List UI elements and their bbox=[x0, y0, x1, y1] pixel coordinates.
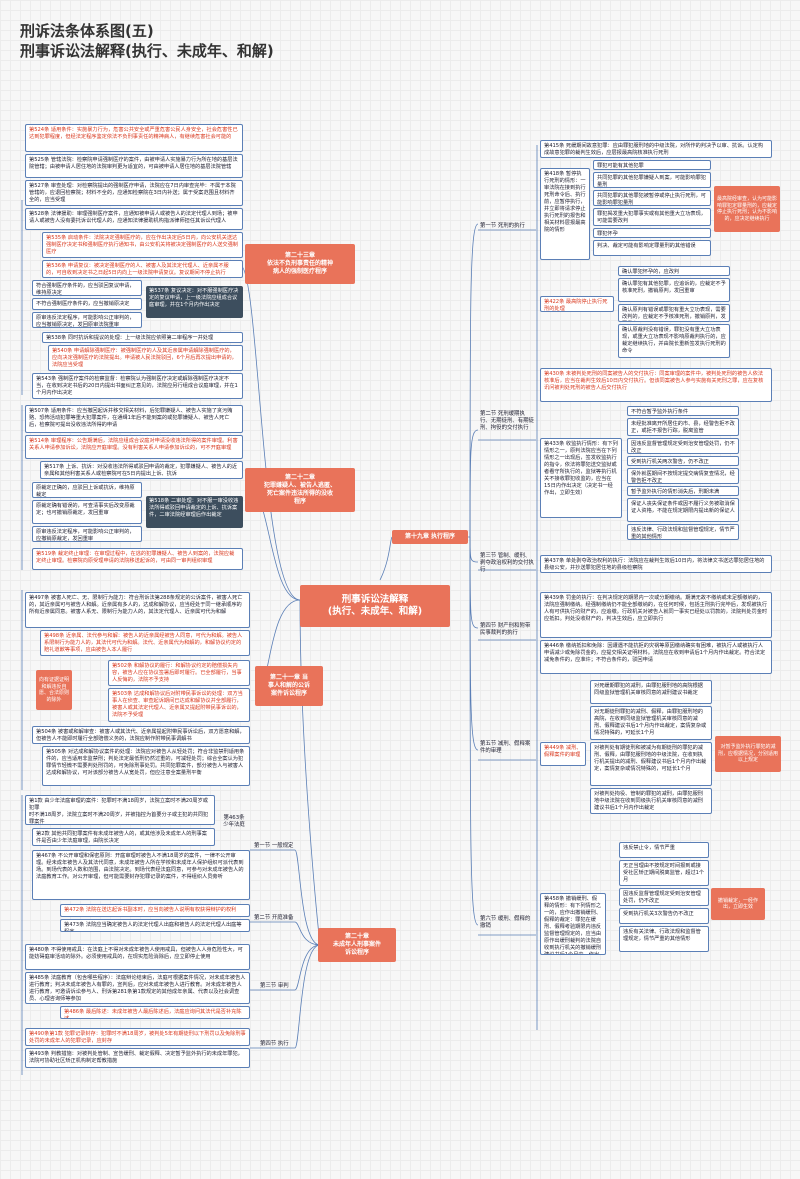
art467-node[interactable]: 第467条 不公开审理和保密原则：开庭审理时被告人不满18周岁的案件，一律不公开… bbox=[32, 850, 250, 900]
art473-node[interactable]: 第473条 法院应当确定被告人的法定代理人出庭和被告人的法定代理人出庭等程序 bbox=[60, 919, 250, 932]
art415-node[interactable]: 第415条 死缓期间故意犯罪：应由罪犯服刑地的中级法院，对所作的判决予以审、抗诉… bbox=[540, 140, 772, 158]
art433-sub-7[interactable]: 保证人丧失保证条件或因不履行义务被取消保证人资格，不能在规定期限内提出新的保证人 bbox=[627, 498, 739, 522]
art433-sub-4[interactable]: 受到执行机关两次警告，仍不改正 bbox=[627, 456, 739, 466]
art433-sub-2[interactable]: 未经批准离开所居住的市、县，经警告拒不改正，或拒不报告行踪，脱离监管 bbox=[627, 418, 739, 436]
ch19-sec4[interactable]: 第四节 财产刑和附带民事裁判的执行 bbox=[480, 623, 531, 636]
art458-note[interactable]: 撤销裁定，一经作出，立即生效 bbox=[711, 888, 765, 920]
art422-sub-1[interactable]: 确认罪犯怀孕的，应改判 bbox=[618, 266, 730, 276]
art517-node[interactable]: 第517条 上诉、抗诉：对没收违法所得或驳回申请的裁定，犯罪嫌疑人、被告人的近亲… bbox=[40, 461, 243, 479]
ch19-sec3[interactable]: 第三节 管制、缓刑、剥夺政治权利的交付执行 bbox=[480, 553, 534, 573]
art486-node[interactable]: 第486条 最后陈述：未成年被告人最后陈述后，法庭应询问其法代是否补充陈述 bbox=[60, 1006, 250, 1019]
chapter-20-node[interactable]: 第二十章 未成年人刑事案件 诉讼程序 bbox=[318, 928, 396, 962]
art422-sub-3[interactable]: 确认原判有错误或罪犯有重大立功表现，需要改判的，应裁定不予核准死刑，撤销原判，发… bbox=[618, 304, 730, 322]
art493-node[interactable]: 第493条 判教措施：对被判处管制、宣告缓刑、裁定假释、决定暂予监外执行的未成年… bbox=[25, 1048, 250, 1068]
ch20-sec1[interactable]: 第一节 一般规定 bbox=[254, 843, 294, 849]
art458-sub-4[interactable]: 受到执行机关3次警告仍不改正 bbox=[619, 908, 709, 924]
art524-node[interactable]: 第524条 适用条件：实施暴力行为，危害公共安全或严重危害公民人身安全，社会危害… bbox=[25, 124, 243, 152]
art433-sub-5[interactable]: 保外就医期间不按规定提交病情复查情况，经警告拒不改正 bbox=[627, 468, 739, 484]
art500-note[interactable]: 向有证据证明和解违反自愿、合法原则的除外 bbox=[36, 670, 72, 710]
art418-note[interactable]: 最高院经审查，认为可能影响罪犯定罪量刑的，应裁定停止执行死刑；认为不影响的，应决… bbox=[714, 186, 780, 232]
art458-sub-5[interactable]: 违反有关法律、行政法规和监督管理规定，情节严重的其他情形 bbox=[619, 926, 709, 952]
art418-sub-1[interactable]: 罪犯可能有其他犯罪 bbox=[593, 160, 711, 170]
chapter-22-node[interactable]: 第二十二章 犯罪嫌疑人、被告人逃匿、 死亡案件违法所得的没收 程序 bbox=[245, 468, 355, 512]
art433-sub-6[interactable]: 暂予监外执行的情形消失后，刑期未满 bbox=[627, 486, 739, 496]
art527-node[interactable]: 第527条 审查处理：对检察院提出的强制医疗申请，法院应在7日内审查完毕：不属于… bbox=[25, 180, 243, 206]
ch20-sec4[interactable]: 第四节 执行 bbox=[260, 1041, 289, 1047]
art449-sub-3[interactable]: 对被判处有期徒刑和被减为有期徒刑的罪犯的减刑、假释，由罪犯服刑地的中级法院，在收… bbox=[590, 742, 712, 786]
art418-sub-3[interactable]: 共同犯罪的其他罪犯被暂停或停止执行死刑，可能影响罪犯量刑 bbox=[593, 190, 711, 206]
art430-node[interactable]: 第430条 未被判处死刑的同案被告人的交付执行：同案审理的案件中，被判处死刑的被… bbox=[540, 368, 772, 402]
art463-label[interactable]: 第463条 少年法庭 bbox=[223, 815, 245, 828]
art418-sub-6[interactable]: 判决、裁定可能有影响定罪量刑的其他错误 bbox=[593, 240, 711, 256]
art439-node[interactable]: 第439条 罚金的执行：在判决规定的期限内一次或分期缴纳。期满无故不缴纳或未足额… bbox=[540, 592, 772, 638]
art502-node[interactable]: 第502条 和解协议的履行：和解协议约定的赔偿损失内容，被告人应在协议签署后即时… bbox=[108, 660, 250, 686]
art543-node[interactable]: 第543条 强制医疗案件的检察监督：检察院认为强制医疗决定或解除强制医疗决定不当… bbox=[32, 373, 243, 399]
art449-sub-1[interactable]: 对死缓期罪犯的减刑，由罪犯服刑地的高院根据同级监狱管理机关审核同意的减刑建议书裁… bbox=[590, 680, 712, 704]
art518-sub-3[interactable]: 原审违反法定程序，可能影响公正审判的，应撤销原裁定，发回重审 bbox=[32, 526, 142, 542]
ch19-sec5[interactable]: 第五节 减刑、假释案件的审理 bbox=[480, 741, 531, 754]
art433-sub-3[interactable]: 因违反监督管理规定受到治安管理处罚，仍不改正 bbox=[627, 438, 739, 454]
art535-node[interactable]: 第535条 启动条件：法院决定强制医疗的，应在作出决定后5日内，向公安机关送达强… bbox=[42, 232, 243, 258]
art490-node[interactable]: 第490条第1款 犯罪记录封存：犯罪时不满18周岁，被判处5年有期徒刑以下刑罚以… bbox=[25, 1028, 250, 1046]
art458-sub-3[interactable]: 因违反监督管理规定受到治安管理处罚，仍不改正 bbox=[619, 888, 709, 906]
art449-sub-4[interactable]: 对被判处拘役、管制的罪犯的减刑，由罪犯服刑地中级法院在收到同级执行机关审核同意的… bbox=[590, 788, 712, 814]
art537-node[interactable]: 第537条 复议决定：对不服强制医疗决定的复议申请，上一级法院应组成合议庭审理，… bbox=[146, 286, 243, 318]
art518-node[interactable]: 第518条 二审处理：对不服一审没收违法所得或驳回申请裁定的上诉、抗诉案件，二审… bbox=[146, 496, 243, 528]
art449-sub-2[interactable]: 对无期徒刑罪犯的减刑、假释，由罪犯服刑地的高院，在收到同级监狱管理机关审核同意的… bbox=[590, 706, 712, 740]
ch19-sec2[interactable]: 第二节 死刑缓期执行、无期徒刑、有期徒刑、拘役的交付执行 bbox=[480, 411, 534, 431]
art418-sub-2[interactable]: 共同犯罪的其他犯罪嫌疑人到案，可能影响罪犯量刑 bbox=[593, 172, 711, 188]
page-title: 刑诉法条体系图(五) bbox=[20, 22, 154, 40]
art538-node[interactable]: 第538条 同时抗诉和提议的处理：上一级法院应依照第二审程序一并处理 bbox=[42, 332, 243, 343]
art540-node[interactable]: 第540条 申请解除强制医疗：被强制医疗的人及其近亲属申请解除强制医疗的，应向决… bbox=[48, 345, 243, 371]
art528-node[interactable]: 第528条 法律援助：审理强制医疗案件，应通知被申请人或被告人的法定代理人到场；… bbox=[25, 208, 243, 230]
art505-node[interactable]: 第505条 对达成和解协议案件的处理：法院应对被告人从轻处罚；符合非监禁刑适用条… bbox=[42, 746, 250, 786]
art503-node[interactable]: 第503条 达成和解协议后对附带民事诉讼的处理：双方当事人在侦查、审查起诉期间已… bbox=[108, 688, 250, 722]
art463-clause2[interactable]: 第2款 其他共同犯罪案件有未成年被告人的，或其他涉及未成年人的刑事案件是否由少年… bbox=[32, 828, 215, 846]
art472-node[interactable]: 第472条 法院在送达起诉书副本时，应当向被告人说明有权获得辩护的权利 bbox=[60, 904, 250, 917]
art433-node[interactable]: 第433条 收监执行情形：有下列情形之一，原判法院应当在下列情形之一出现后，签发… bbox=[540, 438, 622, 518]
art422-node[interactable]: 第422条 最高院停止执行死刑的处理 bbox=[540, 296, 614, 312]
art525-node[interactable]: 第525条 管辖法院：检察院申请强制医疗的案件，由被申请人实施暴力行为所在地的基… bbox=[25, 154, 243, 178]
art480-node[interactable]: 第480条 不得使用戒具：在法庭上不得对未成年被告人使用戒具，但被告人人身危险性… bbox=[25, 944, 250, 970]
ch20-sec2[interactable]: 第二节 开庭准备 bbox=[254, 915, 294, 921]
art433-sub-1[interactable]: 不符合暂予监外执行条件 bbox=[627, 406, 739, 416]
art537-sub-3[interactable]: 原审违反法定程序，可能影响公正审判的，应当撤销原决定，发回原审法院重审 bbox=[32, 312, 142, 328]
art418-sub-4[interactable]: 罪犯揭发重大犯罪事实或有其他重大立功表现，可能需要改判 bbox=[593, 208, 711, 226]
art449-note[interactable]: 对暂予监外执行罪犯的减刑，应根据情况，分别适用以上规定 bbox=[715, 736, 781, 772]
art449-node[interactable]: 第449条 减刑、假释案件的审理 bbox=[540, 742, 586, 766]
art437-node[interactable]: 第437条 单处剥夺政治权利的执行：法院应在裁判生效后10日内，将法律文书送达罪… bbox=[540, 555, 772, 573]
art537-sub-2[interactable]: 不符合强制医疗条件的，应当撤销原决定 bbox=[32, 298, 142, 310]
ch19-sec6[interactable]: 第六节 缓刑、假释的撤销 bbox=[480, 916, 531, 929]
chapter-21-node[interactable]: 第二十一章 当 事人和解的公诉 案件诉讼程序 bbox=[255, 666, 323, 706]
art485-node[interactable]: 第485条 法庭教育（包含哪些程序）：法庭辩论结束后，法庭可根据案件情况，对未成… bbox=[25, 972, 250, 1004]
art504-node[interactable]: 第504条 被害或和解审查：被害人或其法代、近亲属提起附带民事诉讼后，双方愿意和… bbox=[32, 726, 250, 744]
art518-sub-2[interactable]: 原裁定确有错误的，可查清事实后改变原裁定；也可撤销原裁定，发回重审 bbox=[32, 500, 142, 524]
art514-node[interactable]: 第514条 审理程序：公告期满后，法院应组成合议庭对申请没收违法所得的案件审理。… bbox=[25, 435, 243, 459]
art433-sub-8[interactable]: 违反法律、行政法规和监督管理规定，情节严重的其他情形 bbox=[627, 524, 739, 540]
chapter-23-node[interactable]: 第二十三章 依法不负刑事责任的精神 病人的强制医疗程序 bbox=[245, 244, 355, 284]
art463-clause1[interactable]: 第1款 由少年法庭审理的案件：犯罪时不满18周岁，法院立案时不满20周岁或犯罪 … bbox=[25, 795, 215, 825]
art537-sub-1[interactable]: 符合强制医疗条件的，应当驳回复议申请，维持原决定 bbox=[32, 280, 142, 296]
art507-node[interactable]: 第507条 适用条件：应当撤回起诉并移交相关材料，后犯罪嫌疑人、被告人实施了贪污… bbox=[25, 405, 243, 433]
art518-sub-1[interactable]: 原裁定正确的，应驳回上诉或抗诉，维持原裁定 bbox=[32, 482, 142, 498]
art422-sub-4[interactable]: 确认原裁判没有错误，罪犯没有重大立功表现，或重大立功表现不影响原裁判执行的，应裁… bbox=[618, 324, 730, 358]
art418-node[interactable]: 第418条 暂停执行死刑的情形：一审法院在接到执行死刑命令后、执行前，应暂停执行… bbox=[540, 168, 590, 260]
art446-node[interactable]: 第446条 缴纳抵扣和免除：因遭遇不能抗拒的灾祸等原因缴纳确实有困难，被执行人或… bbox=[540, 640, 772, 674]
page-subtitle: 刑事诉讼法解释(执行、未成年、和解) bbox=[20, 42, 274, 60]
art458-sub-2[interactable]: 无正当理由不按规定时间报到或接受社区矫正期间脱离监管，超过1个月 bbox=[619, 860, 709, 886]
art458-node[interactable]: 第458条 撤销缓刑、假释的情形：有下列情形之一的，应作出撤销缓刑、假释的裁定：… bbox=[540, 893, 606, 955]
center-node[interactable]: 刑事诉讼法解释 (执行、未成年、和解) bbox=[300, 585, 450, 627]
ch20-sec3[interactable]: 第三节 审判 bbox=[260, 983, 289, 989]
art498-node[interactable]: 第498条 近亲属、法代参与和解：被告人的近亲属经被告人同意，可代为和解。被告人… bbox=[40, 630, 250, 656]
chapter-19-node[interactable]: 第十九章 执行程序 bbox=[392, 530, 468, 544]
art418-sub-5[interactable]: 罪犯怀孕 bbox=[593, 228, 711, 238]
art536-node[interactable]: 第536条 申请复议：被决定强制医疗的人、被害人及其法定代理人、近亲属不服的，可… bbox=[42, 260, 243, 278]
art458-sub-1[interactable]: 违反禁止令，情节严重 bbox=[619, 842, 709, 858]
art519-node[interactable]: 第519条 裁定终止审理：在审理过程中，在逃的犯罪嫌疑人、被告人到案的，法院应裁… bbox=[32, 548, 243, 570]
ch19-sec1[interactable]: 第一节 死刑的执行 bbox=[480, 223, 525, 229]
art422-sub-2[interactable]: 确认罪犯有其他犯罪，应追诉的，应裁定不予核准死刑，撤销原判，发回重审 bbox=[618, 278, 730, 302]
art497-node[interactable]: 第497条 被害人死亡、无、限制行为能力：符合刑诉法第288条规定的公诉案件，被… bbox=[25, 592, 250, 628]
